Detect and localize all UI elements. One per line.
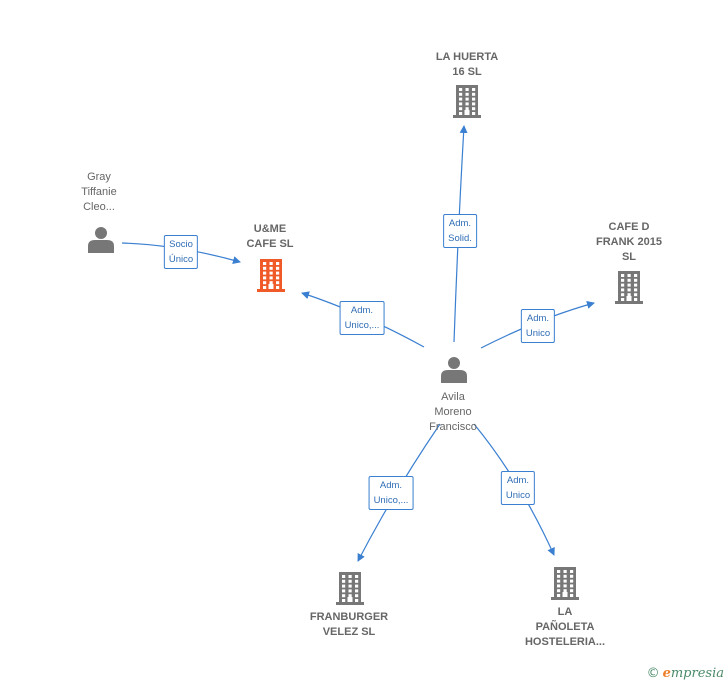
edge-label-line: Adm. xyxy=(506,475,530,486)
company-name-label[interactable]: FRANBURGER VELEZ SL xyxy=(310,610,388,640)
edge-label-line: Adm. xyxy=(379,480,403,491)
brand-initial: e xyxy=(662,666,671,681)
company-name-label[interactable]: U&ME CAFE SL xyxy=(246,222,293,252)
brand-footer: ©empresia xyxy=(647,666,724,681)
building-icon[interactable] xyxy=(336,572,364,605)
company-name-label[interactable]: LA HUERTA 16 SL xyxy=(436,50,498,80)
edge-label[interactable]: Adm. Unico xyxy=(520,309,556,343)
copyright-icon: © xyxy=(646,666,660,681)
node-label-line: U&ME xyxy=(253,223,287,235)
edge-label[interactable]: Adm. Unico,... xyxy=(368,476,414,510)
node-label-line: HOSTELERIA... xyxy=(524,636,606,648)
node-label-line: Avila xyxy=(441,391,465,403)
edge-label-line: Adm. xyxy=(448,218,472,229)
icons-layer xyxy=(88,85,643,605)
person-icon[interactable] xyxy=(441,357,467,383)
person-icon[interactable] xyxy=(88,227,114,253)
edge-label-line: Unico xyxy=(505,490,531,501)
node-label-line: LA HUERTA xyxy=(435,51,499,63)
node-label-line: Tiffanie xyxy=(81,186,117,198)
brand-name: mpresia xyxy=(670,666,724,681)
node-label-line: LA xyxy=(557,606,573,618)
node-label-line: Cleo... xyxy=(83,201,115,213)
building-icon[interactable] xyxy=(615,271,643,304)
node-label-line: FRANBURGER xyxy=(309,611,389,623)
edge-label-line: Unico xyxy=(525,328,551,339)
edge-label-line: Unico,... xyxy=(373,495,409,506)
node-label-line: Gray xyxy=(87,171,111,183)
node-label-line: Francisco xyxy=(429,421,477,433)
edge-label[interactable]: Adm. Solid. xyxy=(443,214,477,248)
node-label-line: PAÑOLETA xyxy=(535,621,595,633)
node-label-line: FRANK 2015 xyxy=(595,236,663,248)
edge-label[interactable]: Adm. Unico xyxy=(500,471,536,505)
edge-label-line: Unico,... xyxy=(344,320,380,331)
edge-label-line: Único xyxy=(168,254,194,265)
edge-label-line: Socio xyxy=(169,239,193,250)
edge-label-line: Solid. xyxy=(448,233,472,244)
building-icon[interactable] xyxy=(257,259,285,292)
building-icon[interactable] xyxy=(453,85,481,118)
node-label-line: 16 SL xyxy=(452,66,482,78)
node-label-line: VELEZ SL xyxy=(322,626,376,638)
edge-label-line: Adm. xyxy=(350,305,374,316)
node-label-line: CAFE D xyxy=(608,221,650,233)
node-label-line: SL xyxy=(621,251,637,263)
edge-label-line: Adm. xyxy=(526,313,550,324)
node-label-line: CAFE SL xyxy=(246,238,294,250)
edge-label[interactable]: Adm. Unico,... xyxy=(339,301,385,335)
node-label-line: Moreno xyxy=(434,406,472,418)
company-name-label[interactable]: LA PAÑOLETA HOSTELERIA... xyxy=(525,605,605,650)
building-icon[interactable] xyxy=(551,567,579,600)
